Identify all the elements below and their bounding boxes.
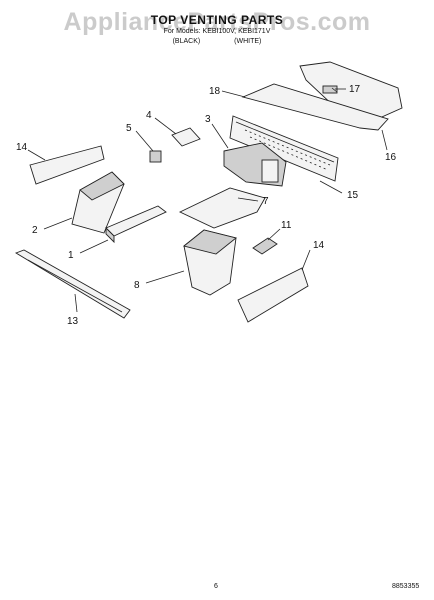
callout-label-8: 8: [134, 280, 140, 291]
callout-4: 4: [146, 110, 177, 135]
part-18-panel: [241, 83, 389, 131]
watermark: AppliancePartsPros.com: [63, 8, 371, 36]
callout-11: 11: [267, 220, 292, 241]
callout-label-16: 16: [385, 152, 397, 163]
part-7-plate: [178, 187, 266, 229]
part-13-rail: [14, 249, 131, 319]
callout-7: 7: [237, 196, 269, 207]
callout-label-5: 5: [126, 123, 132, 134]
part-4-block: [171, 127, 201, 147]
part-14-left-bracket: [29, 145, 105, 185]
callout-18: 18: [209, 86, 246, 98]
callout-label-15: 15: [347, 190, 359, 201]
callout-5: 5: [126, 123, 154, 152]
page-number: 6: [214, 583, 218, 590]
callout-14-left: 14: [16, 142, 46, 161]
part-1-tray: [105, 205, 167, 244]
callout-13: 13: [67, 293, 79, 327]
variant-black: (BLACK): [172, 38, 201, 45]
callout-label-14b: 14: [313, 240, 325, 251]
part-15-vent-bracket: [229, 115, 339, 182]
callout-label-1: 1: [68, 250, 74, 261]
callout-label-18: 18: [209, 86, 221, 97]
callout-label-7: 7: [263, 196, 269, 207]
part-5-switch: [149, 150, 162, 163]
document-number: 8853355: [392, 583, 420, 590]
callout-14-right: 14: [301, 240, 325, 271]
callout-label-14a: 14: [16, 142, 28, 153]
callout-1: 1: [68, 239, 109, 261]
callout-label-17: 17: [349, 84, 361, 95]
part-14-right-bracket: [237, 267, 309, 323]
color-variants: (BLACK) (WHITE): [0, 38, 434, 45]
callout-label-4: 4: [146, 110, 152, 121]
callout-label-2: 2: [32, 225, 38, 236]
variant-white: (WHITE): [234, 38, 262, 45]
callout-label-13: 13: [67, 316, 79, 327]
part-8-housing: [183, 229, 237, 296]
callout-label-3: 3: [205, 114, 211, 125]
callout-17: 17: [335, 84, 361, 95]
part-2-duct: [71, 171, 125, 234]
callout-8: 8: [134, 270, 185, 291]
part-17-clip: [331, 87, 338, 93]
part-11-terminal-block: [252, 237, 278, 255]
callout-3: 3: [205, 114, 229, 149]
callout-15: 15: [319, 180, 359, 201]
page-title: TOP VENTING PARTS: [150, 13, 284, 27]
callout-label-11: 11: [281, 220, 292, 231]
callout-16: 16: [381, 129, 397, 163]
part-3-damper-motor: [223, 142, 287, 187]
callout-2: 2: [32, 217, 73, 236]
model-list: For Models: KEBI100V, KEBI171V: [163, 28, 271, 35]
